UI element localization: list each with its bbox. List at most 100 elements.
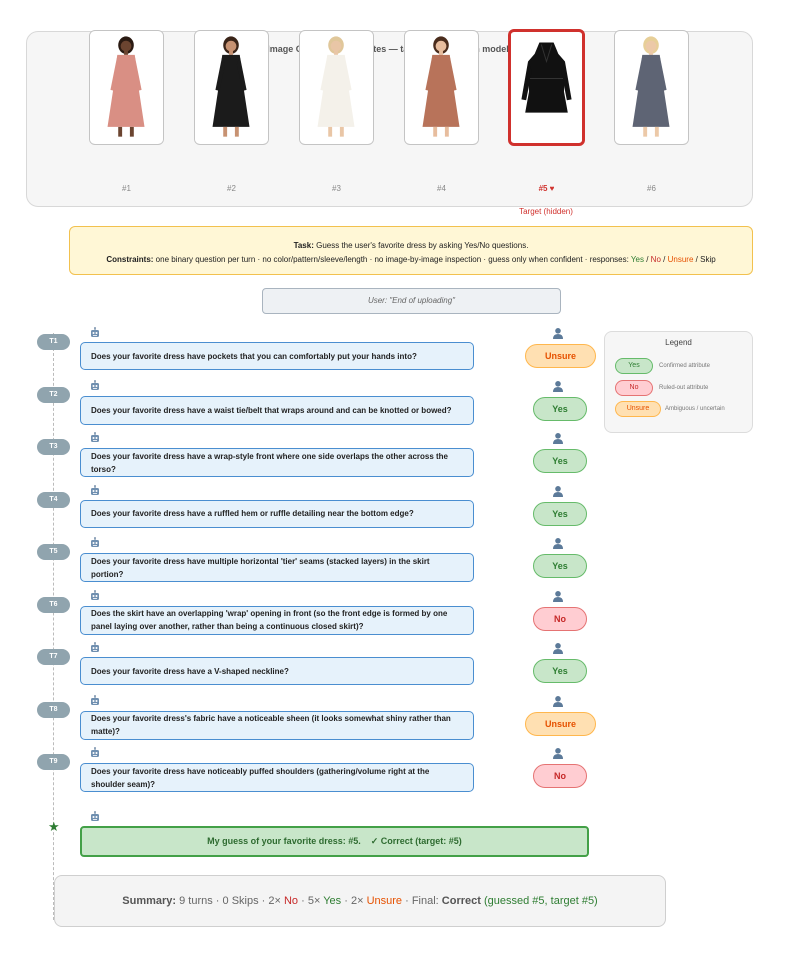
answer-pill-yes: Yes [533,501,587,526]
summary-unsure: Unsure [366,895,403,907]
turn-badge: T9 [37,754,70,770]
dress-image [90,31,163,144]
turn-badge: T7 [37,649,70,665]
user-icon [553,485,563,497]
answer-pill-yes: Yes [533,659,587,683]
answer-pill-no: No [533,606,587,631]
user-icon [553,748,563,759]
response-yes: Yes [630,255,644,264]
question-bubble: Does your favorite dress have noticeably… [80,763,474,792]
dress-image [511,33,582,142]
question-bubble: Does your favorite dress have multiple h… [80,553,474,582]
turn-badge: T6 [37,596,70,613]
thumbnail-label: #2 [227,184,236,193]
turn-badge: T4 [37,491,70,508]
constraints-label: Constraints: [106,255,154,264]
question-bubble: Does your favorite dress have pockets th… [80,342,474,370]
user-icon [553,328,563,339]
robot-icon [91,379,99,390]
dress-thumbnail[interactable] [194,30,269,145]
summary: Summary: 9 turns · 0 Skips · 2× No · 5× … [54,875,666,927]
thumbnail-label: #6 [647,184,656,193]
turn-badge: T2 [37,386,70,403]
response-skip: Skip [700,255,716,264]
summary-part: 9 turns · 0 Skips · 2× [179,895,281,907]
user-icon [553,433,563,444]
star-icon: ★ [48,819,60,834]
question-bubble: Does the skirt have an overlapping 'wrap… [80,605,474,635]
constraints-line: Constraints: one binary question per tur… [70,255,752,264]
dress-thumbnail[interactable] [299,30,374,145]
answer-pill-yes: Yes [533,396,587,421]
robot-icon [91,811,99,821]
response-sep: / [695,255,698,264]
final-guess: My guess of your favorite dress: #5. ✓ C… [80,826,589,857]
user-icon [553,538,563,549]
legend-text-no: Ruled-out attribute [659,385,709,391]
response-unsure: Unsure [667,255,694,264]
turn-badge: T5 [37,544,70,560]
turn-badge: T1 [37,334,70,350]
question-bubble: Does your favorite dress have a waist ti… [80,395,474,425]
answer-pill-yes: Yes [533,554,587,578]
robot-icon [91,484,99,495]
task-text: Guess the user's favorite dress by askin… [316,241,529,250]
user-upload-message: User: "End of uploading" [262,288,561,314]
question-bubble: Does your favorite dress's fabric have a… [80,710,474,740]
summary-part: · Final: [405,895,439,907]
dress-thumbnail[interactable] [404,30,479,145]
robot-icon [91,589,99,600]
summary-part: · 5× [301,895,321,907]
robot-icon [91,537,99,547]
final-guess-text: My guess of your favorite dress: #5. [207,836,361,846]
dress-thumbnail[interactable] [508,29,585,146]
robot-icon [91,432,99,442]
legend-text-unsure: Ambiguous / uncertain [665,406,725,412]
gallery-title: Image Gallery (6 candidates — target hid… [267,44,512,54]
summary-label: Summary: [122,895,177,907]
thumbnail-label: #4 [437,184,446,193]
answer-pill-unsure: Unsure [525,344,596,368]
task-line: Task: Guess the user's favorite dress by… [70,241,752,250]
dress-image [195,31,268,144]
robot-icon [91,327,99,337]
dress-image [615,31,688,144]
summary-correct: Correct [441,895,481,907]
answer-pill-unsure: Unsure [525,711,596,736]
target-hidden-note: Target (hidden) [519,207,573,216]
task-box: Task: Guess the user's favorite dress by… [69,226,753,275]
summary-no: No [283,895,299,907]
user-icon [553,590,563,602]
turn-badge: T8 [37,701,70,718]
question-bubble: Does your favorite dress have a V-shaped… [80,657,474,685]
legend: Legend Yes Confirmed attribute No Ruled-… [604,331,753,433]
legend-text-yes: Confirmed attribute [659,363,711,369]
legend-chip-unsure: Unsure [615,401,661,417]
summary-part: · 2× [344,895,364,907]
thumbnail-label: #5 ♥ [538,184,555,193]
answer-pill-no: No [533,764,587,788]
legend-chip-yes: Yes [615,358,653,374]
robot-icon [91,642,99,652]
question-bubble: Does your favorite dress have a wrap-sty… [80,448,474,477]
dress-thumbnail[interactable] [614,30,689,145]
robot-icon [91,747,99,757]
legend-title: Legend [665,338,692,347]
final-guess-result: ✓ Correct (target: #5) [370,836,462,846]
summary-final-detail: (guessed #5, target #5) [483,895,598,907]
answer-pill-yes: Yes [533,449,587,473]
robot-icon [91,694,99,705]
turn-badge: T3 [37,439,70,455]
constraints-text: one binary question per turn · no color/… [155,255,629,264]
summary-yes: Yes [323,895,342,907]
response-sep: / [663,255,666,264]
task-label: Task: [293,241,314,250]
thumbnail-label: #1 [122,184,131,193]
user-icon [553,643,563,654]
user-icon [553,380,563,392]
question-bubble: Does your favorite dress have a ruffled … [80,499,474,528]
dress-image [300,31,373,144]
user-icon [553,695,563,707]
dress-thumbnail[interactable] [89,30,164,145]
response-sep: / [646,255,649,264]
